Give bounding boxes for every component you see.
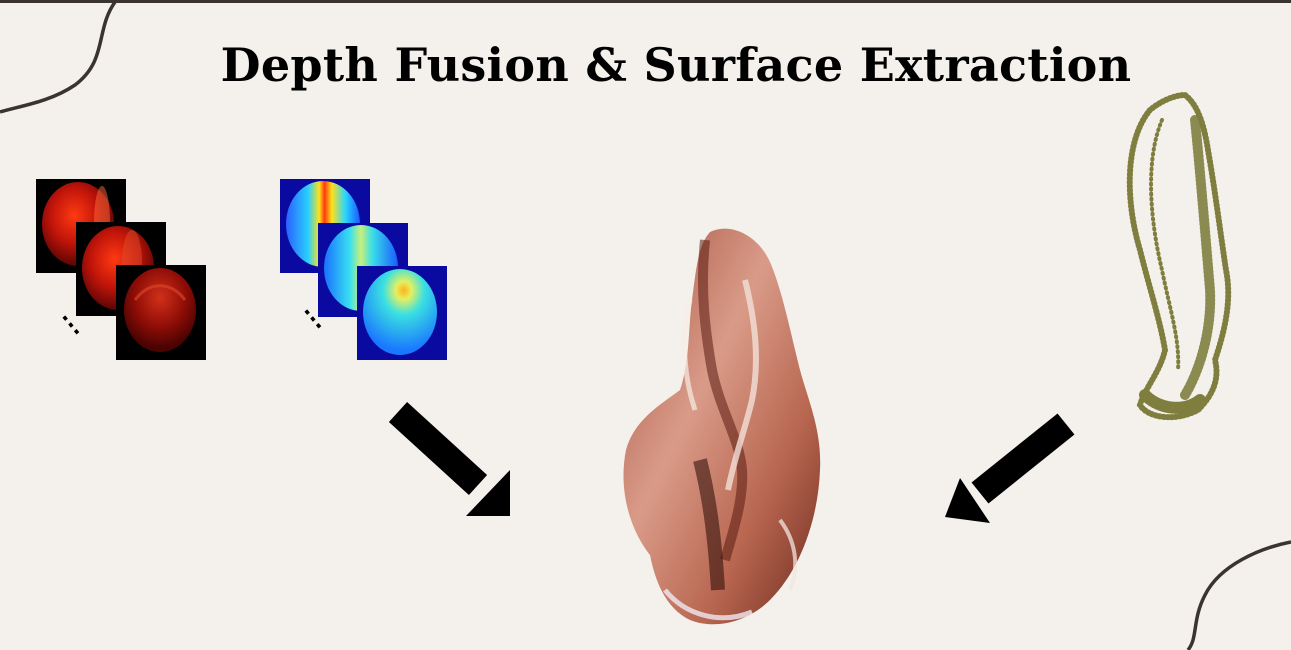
diagram-title: Depth Fusion & Surface Extraction xyxy=(220,38,1132,92)
arrow-right-to-mesh xyxy=(945,413,1075,523)
rgb-frame-3 xyxy=(116,265,206,360)
rgb-frame-stack xyxy=(36,179,206,360)
arrow-left-to-mesh xyxy=(388,402,510,516)
depth-map-stack xyxy=(280,179,447,360)
reconstructed-surface-mesh xyxy=(623,228,821,625)
corner-curve-bottom-right xyxy=(1186,540,1291,650)
point-cloud xyxy=(1126,91,1232,421)
corner-curve-top-left xyxy=(0,0,117,114)
top-border xyxy=(0,0,1291,3)
depth-map-3 xyxy=(357,266,447,360)
